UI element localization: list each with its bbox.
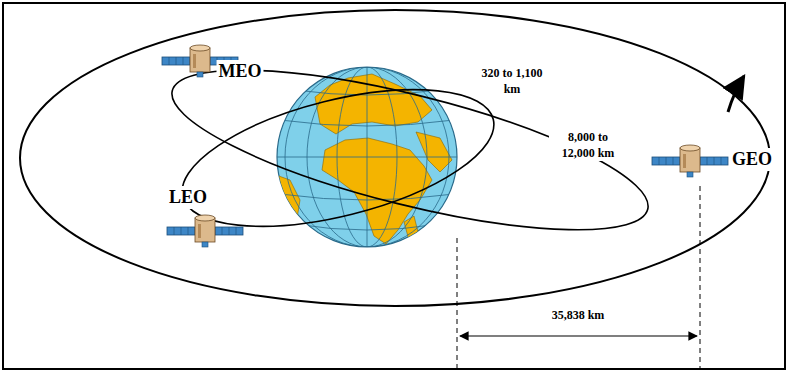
dimension-leader [457, 238, 458, 369]
leo-orbit [169, 63, 508, 253]
altitude-label: 8,000 to 12,000 km [549, 130, 627, 161]
geo-orbit [20, 10, 770, 306]
dimension-leader [700, 186, 701, 369]
geo-satellite [652, 145, 728, 177]
leo-satellite [167, 215, 243, 247]
orbit-name: GEO [730, 148, 774, 171]
direction-arrow [728, 76, 744, 112]
frame [3, 3, 785, 369]
orbit-name: MEO [217, 60, 264, 83]
dimension-line [460, 335, 697, 336]
dimension-label: 35,838 km [550, 308, 607, 324]
meo-orbit [159, 37, 661, 262]
altitude-label: 320 to 1,100 km [479, 66, 545, 97]
orbit-name: LEO [167, 186, 209, 209]
